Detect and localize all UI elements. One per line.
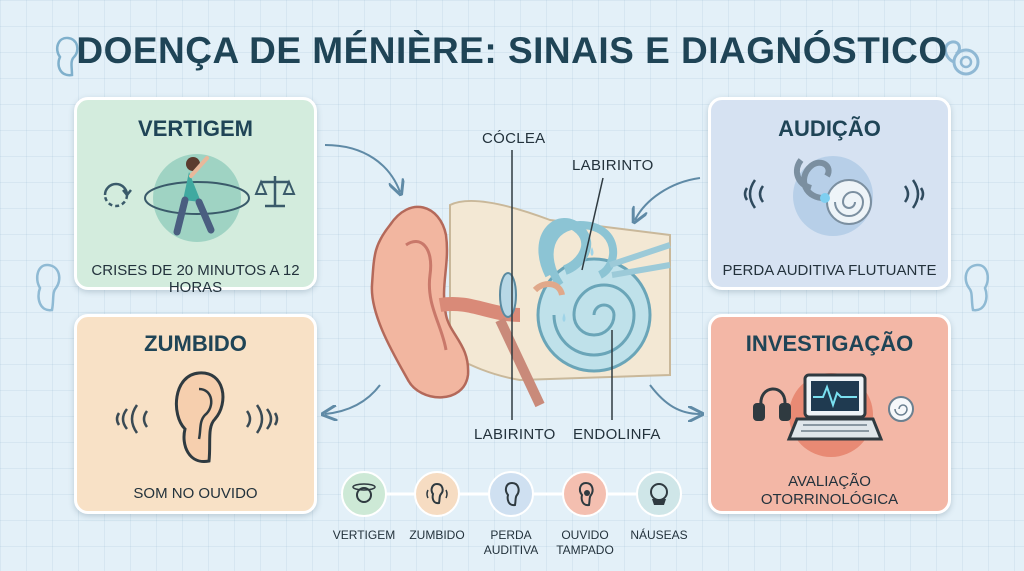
symptom-label-line2: AUDITIVA: [483, 543, 539, 557]
ear-sound-icon: [426, 482, 448, 505]
label-coclea: CÓCLEA: [482, 130, 546, 147]
vertigo-card: VERTIGEM CRISES DE 20 MINUTOS A 12 HORAS: [74, 97, 317, 296]
inner-ear-icon: [793, 156, 873, 236]
decor-ear-icon: [36, 263, 61, 312]
card-title: VERTIGEM: [138, 116, 253, 141]
symptom-label: OUVIDO: [561, 528, 609, 542]
symptom-label: NÁUSEAS: [630, 528, 688, 542]
rotation-arrows-icon: [103, 182, 132, 208]
ear-icon: [504, 481, 520, 507]
label-labirinto-top: LABIRINTO: [572, 157, 654, 174]
decor-cochlea-icon: [944, 40, 980, 76]
label-endolinfa: ENDOLINFA: [573, 426, 661, 443]
card-title: INVESTIGAÇÃO: [745, 331, 914, 356]
card-caption-line1: AVALIAÇÃO: [788, 473, 871, 490]
symptom-zumbido: [414, 471, 460, 517]
sound-waves-left-icon: [743, 179, 765, 209]
ear-blocked-icon: [578, 481, 594, 507]
symptom-ouvido-tampado: [562, 471, 608, 517]
symptom-vertigem: [341, 471, 387, 517]
sound-waves-right-icon: [903, 179, 925, 209]
symptom-label: ZUMBIDO: [409, 528, 465, 542]
card-title: ZUMBIDO: [144, 331, 247, 356]
symptom-nauseas: [636, 471, 682, 517]
label-labirinto-bottom: LABIRINTO: [474, 426, 556, 443]
decor-ear-icon: [56, 36, 79, 77]
sound-waves-right-icon: [245, 404, 279, 434]
audiometer-laptop-icon: [753, 373, 914, 457]
sound-waves-left-icon: [115, 404, 149, 434]
hearing-card: AUDIÇÃO PERDA AUDITIVA FLUTUANTE: [708, 97, 951, 290]
card-caption: SOM NO OUVIDO: [133, 485, 258, 502]
card-title: AUDIÇÃO: [778, 116, 881, 141]
symptom-perda-auditiva: [488, 471, 534, 517]
dizzy-person-icon: [144, 154, 250, 242]
investigation-card: INVESTIGAÇÃO AVALIAÇÃO OTORRINOLÓGICA: [708, 314, 951, 514]
symptom-label: VERTIGEM: [332, 528, 396, 542]
symptom-label: PERDA: [490, 528, 532, 542]
head-spin-icon: [352, 483, 376, 503]
nausea-face-icon: [650, 483, 668, 505]
symptom-label-line2: TAMPADO: [556, 543, 614, 557]
card-caption-line2: OTORRINOLÓGICA: [760, 491, 899, 508]
balance-scale-icon: [254, 176, 296, 208]
ear-icon: [174, 371, 225, 463]
tinnitus-card: ZUMBIDO SOM NO OUVIDO: [74, 314, 317, 514]
page-title: DOENÇA DE MÉNIÈRE: SINAIS E DIAGNÓSTICO: [76, 30, 948, 71]
ear-anatomy-diagram: [370, 199, 671, 408]
decor-ear-icon: [964, 263, 989, 312]
card-caption: PERDA AUDITIVA FLUTUANTE: [722, 262, 937, 279]
card-caption: CRISES DE 20 MINUTOS A 12 HORAS: [91, 262, 300, 296]
